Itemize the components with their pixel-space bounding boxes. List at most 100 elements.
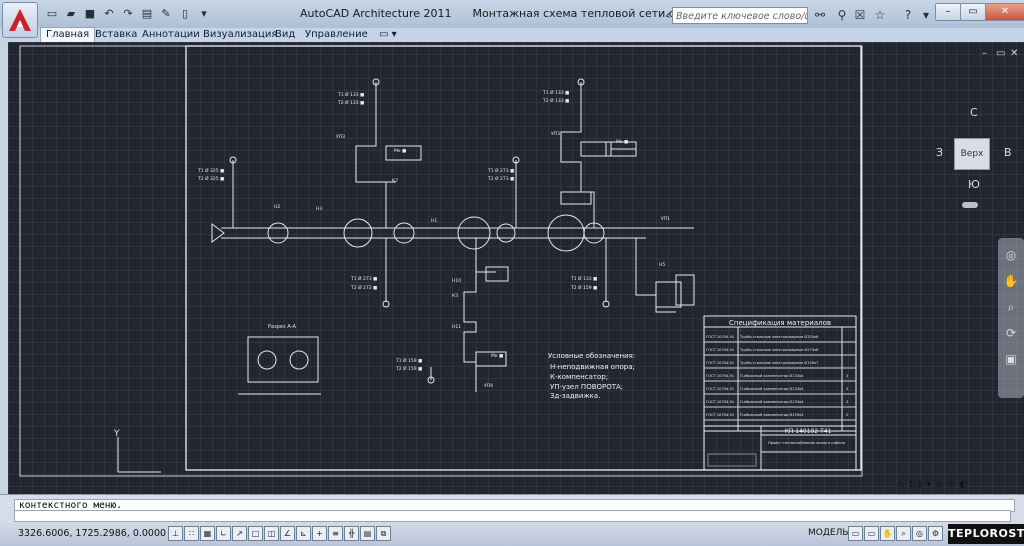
- main-pipeline: [211, 223, 694, 243]
- wcs-menu-icon[interactable]: [962, 202, 978, 208]
- publish-icon[interactable]: ✎: [161, 6, 171, 20]
- viewport-close-icon[interactable]: ✕: [1010, 48, 1019, 59]
- svg-text:Т2 Ø 273 ■: Т2 Ø 273 ■: [350, 284, 377, 291]
- steeringwheel-status-icon[interactable]: ◎: [912, 526, 927, 541]
- paper-outer-frame: [19, 45, 863, 477]
- help-dropdown-icon[interactable]: ▾: [922, 8, 930, 22]
- sheet-border: [185, 45, 862, 471]
- tab-insert[interactable]: Вставка: [95, 29, 138, 40]
- drawing-viewport[interactable]: – ▭ ✕: [0, 42, 1024, 494]
- 3d-object-snap-icon[interactable]: ◫: [264, 526, 279, 541]
- viewcube-top-face[interactable]: Верх: [954, 138, 990, 170]
- teplorost-watermark: TEPLOROST: [948, 524, 1024, 544]
- zoom-status-icon[interactable]: ⌕: [896, 526, 911, 541]
- search-left-arrow-icon[interactable]: ‹: [665, 8, 671, 22]
- viewcube-north[interactable]: С: [970, 106, 978, 119]
- model-space-label[interactable]: МОДЕЛЬ: [808, 528, 849, 538]
- svg-text:Y: Y: [113, 429, 120, 439]
- annotation-scale-dropdown-icon[interactable]: ▾: [926, 480, 932, 490]
- ribbon-tab-bar: Главная Вставка Аннотации Визуализация В…: [0, 27, 1024, 43]
- zoom-icon[interactable]: ⌕: [1007, 300, 1015, 314]
- coordinates-readout: 3326.6006, 1725.2986, 0.0000: [18, 528, 167, 539]
- svg-text:Т2 Ø 273 ■: Т2 Ø 273 ■: [487, 175, 514, 182]
- dynamic-ucs-icon[interactable]: ⊾: [296, 526, 311, 541]
- legend-line-1: Н-неподвижная опора;: [550, 363, 635, 371]
- redo-icon[interactable]: ↷: [123, 6, 133, 20]
- tab-view[interactable]: Вид: [275, 29, 296, 40]
- quick-view-layouts-icon[interactable]: ▭: [848, 526, 863, 541]
- open-folder-icon[interactable]: ▰: [66, 6, 76, 20]
- spec-cell-code: ГОСТ 10704-91: [706, 400, 734, 404]
- tab-home[interactable]: Главная: [40, 27, 96, 42]
- viewport-restore-icon[interactable]: ▭: [996, 48, 1006, 59]
- title-block: КП 140102 Т41 Проект теплоснабжения жило…: [703, 425, 857, 471]
- spec-cell-qty: 3: [846, 387, 848, 391]
- pan-status-icon[interactable]: ✋: [880, 526, 895, 541]
- showmotion-icon[interactable]: ▣: [1005, 352, 1017, 366]
- dynamic-input-icon[interactable]: +: [312, 526, 327, 541]
- svg-text:Н5: Н5: [659, 262, 665, 268]
- viewcube-south[interactable]: Ю: [968, 178, 980, 191]
- infer-constraints-icon[interactable]: ⊥: [168, 526, 183, 541]
- maximize-button[interactable]: ▭: [960, 3, 986, 21]
- favorites-star-icon[interactable]: ☆: [874, 8, 886, 22]
- legend-line-2: К-компенсатор;: [550, 373, 608, 381]
- viewcube-east[interactable]: В: [1004, 146, 1012, 159]
- search-input[interactable]: Введите ключевое слово/фразу: [672, 7, 808, 24]
- tab-manage[interactable]: Управление: [305, 29, 368, 40]
- quick-view-drawings-icon[interactable]: ▭: [864, 526, 879, 541]
- svg-text:Т2 Ø 325 ■: Т2 Ø 325 ■: [197, 175, 224, 182]
- svg-text:Мк ■: Мк ■: [394, 148, 406, 154]
- annotation-scale-value[interactable]: 1:1: [908, 480, 923, 490]
- object-snap-icon[interactable]: □: [248, 526, 263, 541]
- save-icon[interactable]: ■: [84, 6, 96, 20]
- svg-text:Т2 Ø 133 ■: Т2 Ø 133 ■: [542, 97, 569, 104]
- command-line-window: контекстного меню.: [0, 494, 1024, 523]
- transparency-icon[interactable]: ╬: [344, 526, 359, 541]
- annotation-visibility-icon[interactable]: ⚠: [935, 480, 944, 490]
- lineweight-icon[interactable]: ≡: [328, 526, 343, 541]
- snap-mode-icon[interactable]: ∷: [184, 526, 199, 541]
- pan-icon[interactable]: ✋: [1003, 274, 1019, 288]
- binoculars-icon[interactable]: ⚯: [814, 8, 826, 22]
- annotation-scale-icon[interactable]: ⚠: [896, 480, 905, 490]
- svg-text:Т1 Ø 159 ■: Т1 Ø 159 ■: [395, 357, 422, 364]
- tab-annotate[interactable]: Аннотации: [142, 29, 200, 40]
- annotation-autoscale-icon[interactable]: ⚠: [947, 480, 956, 490]
- undo-icon[interactable]: ↶: [104, 6, 114, 20]
- annotation-sync-icon[interactable]: ◐: [959, 480, 968, 490]
- new-file-icon[interactable]: ▭: [46, 6, 58, 20]
- qat-dropdown-icon[interactable]: ▾: [201, 6, 207, 20]
- key-icon[interactable]: ⚲: [837, 8, 847, 22]
- navigation-bar: ◎ ✋ ⌕ ⟳ ▣: [998, 238, 1024, 398]
- command-input[interactable]: [14, 510, 1011, 522]
- viewcube-west[interactable]: З: [936, 146, 944, 159]
- legend: Условные обозначения: Н-неподвижная опор…: [548, 352, 635, 400]
- stamp-code: КП 140102 Т41: [785, 428, 832, 435]
- help-icon[interactable]: ?: [904, 8, 912, 22]
- communication-center-icon[interactable]: ☒: [854, 8, 866, 22]
- svg-text:Т1 Ø 325 ■: Т1 Ø 325 ■: [197, 167, 224, 174]
- minimize-button[interactable]: –: [935, 3, 961, 21]
- application-menu-button[interactable]: [2, 2, 38, 38]
- print-icon[interactable]: ▤: [141, 6, 153, 20]
- tab-render[interactable]: Визуализация: [203, 29, 278, 40]
- annotation-scale-bar: ⚠ 1:1 ▾ ⚠ ⚠ ◐: [896, 478, 967, 492]
- viewcube[interactable]: С З В Ю Верх: [932, 106, 1014, 216]
- app-title: AutoCAD Architecture 2011: [300, 7, 452, 20]
- ribbon-minimize-icon[interactable]: ▭ ▾: [379, 29, 397, 40]
- viewport-minimize-icon[interactable]: –: [982, 48, 987, 59]
- object-snap-tracking-icon[interactable]: ∠: [280, 526, 295, 541]
- orbit-icon[interactable]: ⟳: [1005, 326, 1017, 340]
- spec-cell-code: ГОСТ 10704-91: [706, 335, 734, 339]
- polar-tracking-icon[interactable]: ↗: [232, 526, 247, 541]
- grid-display-icon[interactable]: ▦: [200, 526, 215, 541]
- ortho-mode-icon[interactable]: ∟: [216, 526, 231, 541]
- close-button[interactable]: ✕: [985, 3, 1024, 21]
- selection-cycling-icon[interactable]: ⧉: [376, 526, 391, 541]
- properties-icon[interactable]: ▯: [181, 6, 189, 20]
- steering-wheel-icon[interactable]: ◎: [1005, 248, 1017, 262]
- workspace-switching-icon[interactable]: ⚙: [928, 526, 943, 541]
- quick-properties-icon[interactable]: ▤: [360, 526, 375, 541]
